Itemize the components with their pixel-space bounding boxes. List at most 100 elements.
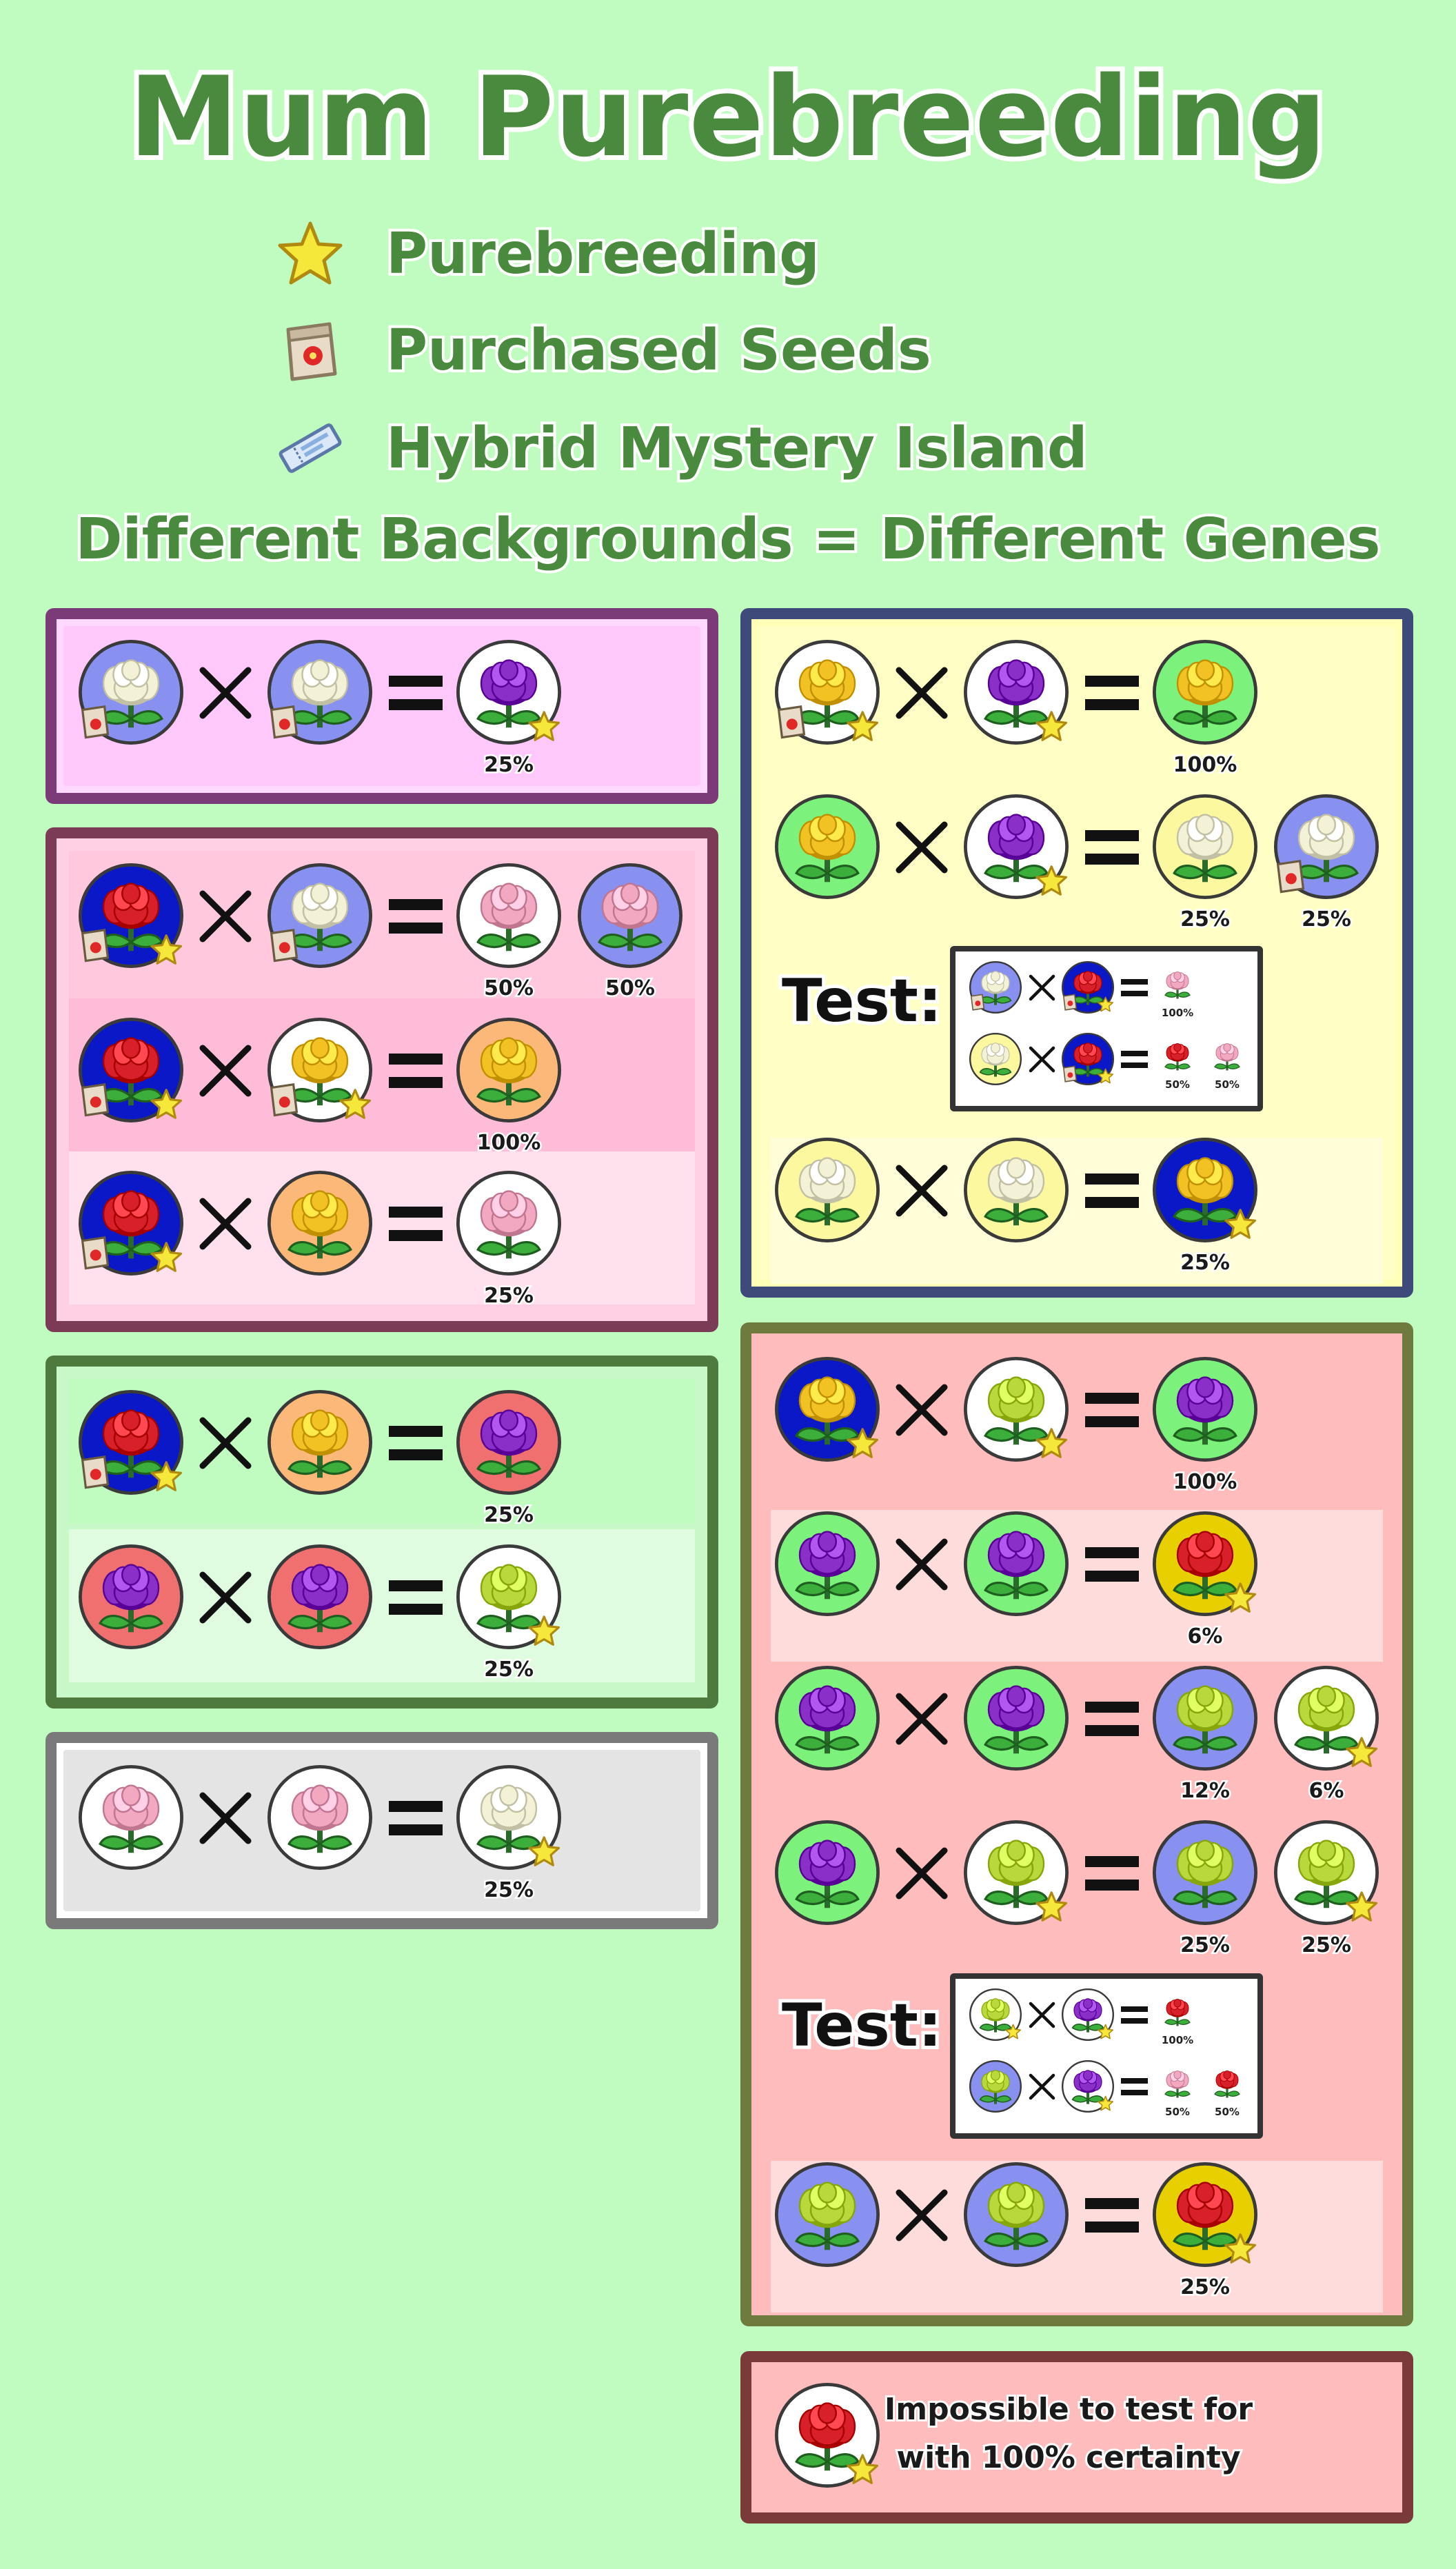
mum-green-icon [1271,1663,1382,1773]
mum-pink-icon [265,1762,375,1873]
mum-yellow-icon [772,792,882,902]
cross-icon [1023,1031,1061,1087]
probability-label: 100% [1171,1469,1239,1496]
mum-purple-icon [961,1509,1071,1619]
equals-icon [1074,792,1150,902]
probability-label: 6% [1307,1777,1346,1805]
mum-yellow-icon [772,1354,882,1464]
mum-white-icon [961,1135,1071,1245]
mum-white-icon [968,960,1023,1015]
seed-bag-icon [286,322,337,381]
equals-icon [1074,2159,1150,2270]
mum-red-icon [1060,1031,1115,1087]
probability-label: 25% [483,752,536,779]
probability-label: 25% [483,1502,536,1529]
mum-purple-icon [772,1817,882,1928]
cross-icon [188,1762,263,1873]
mum-pink-icon [1205,1034,1249,1078]
probability-label: 25% [1179,1249,1232,1277]
equals-icon [378,860,454,971]
mum-red-icon [1205,2062,1249,2106]
mum-white-icon [772,1135,882,1245]
legend-label: Hybrid Mystery Island [383,413,1091,484]
mum-red-icon [76,1015,186,1125]
mum-pink-icon [454,1168,564,1278]
mum-purple-icon [265,1542,375,1652]
page-title: Mum Purebreeding [124,48,1331,186]
mum-pink-icon [575,860,685,971]
mum-white-icon [265,860,375,971]
equals-icon [378,1542,454,1652]
mum-yellow-icon [265,1168,375,1278]
equals-icon [378,1387,454,1498]
mum-red-icon [772,2380,882,2490]
mum-yellow-icon [454,1015,564,1125]
mum-purple-icon [454,1387,564,1498]
probability-label: 100% [1161,1007,1194,1019]
mum-green-icon [968,2059,1023,2114]
probability-label: 50% [604,975,657,1003]
equals-icon [378,1015,454,1125]
cross-icon [884,1354,960,1464]
mum-purple-icon [76,1542,186,1652]
mum-purple-icon [454,637,564,747]
mum-yellow-icon [265,1015,375,1125]
equals-icon [1074,637,1150,747]
equals-icon [1074,1135,1150,1245]
equals-icon [378,637,454,747]
mum-red-icon [76,860,186,971]
test-box: 100%50%50% [950,1973,1263,2139]
mum-purple-icon [961,792,1071,902]
probability-label: 100% [1161,2034,1194,2046]
probability-label: 25% [483,1877,536,1904]
mum-purple-icon [772,1663,882,1773]
mum-red-icon [1155,1990,1200,2034]
mum-yellow-icon [1150,637,1260,747]
legend-item-purebreeding: Purebreeding [276,212,822,295]
cross-icon [1023,2059,1061,2114]
cross-icon [188,637,263,747]
mum-green-icon [961,2159,1071,2270]
equals-icon [1115,960,1153,1015]
probability-label: 50% [1215,1078,1240,1091]
probability-label: 50% [1215,2106,1240,2118]
mum-purple-icon [1060,1987,1115,2042]
panel-orange-mum [46,1356,718,1709]
mum-pink-icon [1155,963,1200,1007]
mum-white-icon [1271,792,1382,902]
test-label: Test: [778,963,945,1039]
mum-green-icon [1150,1817,1260,1928]
mum-purple-icon [961,1663,1071,1773]
mum-purple-icon [1060,2059,1115,2114]
mum-yellow-icon [1150,1135,1260,1245]
mum-green-icon [454,1542,564,1652]
probability-label: 100% [1171,752,1239,779]
probability-label: 25% [483,1282,536,1310]
test-box: 100%50%50% [950,946,1263,1111]
mum-red-icon [1155,1034,1200,1078]
cross-icon [884,1135,960,1245]
star-icon [278,221,343,285]
mum-purple-icon [1150,1354,1260,1464]
cross-icon [188,1542,263,1652]
equals-icon [1074,1354,1150,1464]
probability-label: 100% [475,1129,543,1157]
mum-green-icon [1150,1663,1260,1773]
equals-icon [1115,1031,1153,1087]
equals-icon [378,1168,454,1278]
mum-red-icon [76,1168,186,1278]
mum-white-icon [265,637,375,747]
subtitle: Different Backgrounds = Different Genes [72,504,1383,575]
cross-icon [884,2159,960,2270]
probability-label: 25% [1300,906,1353,934]
mum-green-icon [961,1354,1071,1464]
cross-icon [884,1817,960,1928]
cross-icon [1023,960,1061,1015]
mum-green-icon [961,1817,1071,1928]
mum-purple-icon [961,637,1071,747]
cross-icon [884,1663,960,1773]
mum-purple-icon [772,1509,882,1619]
mum-pink-icon [1155,2062,1200,2106]
panel-purple-mum [740,1322,1413,2326]
probability-label: 25% [1300,1932,1353,1960]
